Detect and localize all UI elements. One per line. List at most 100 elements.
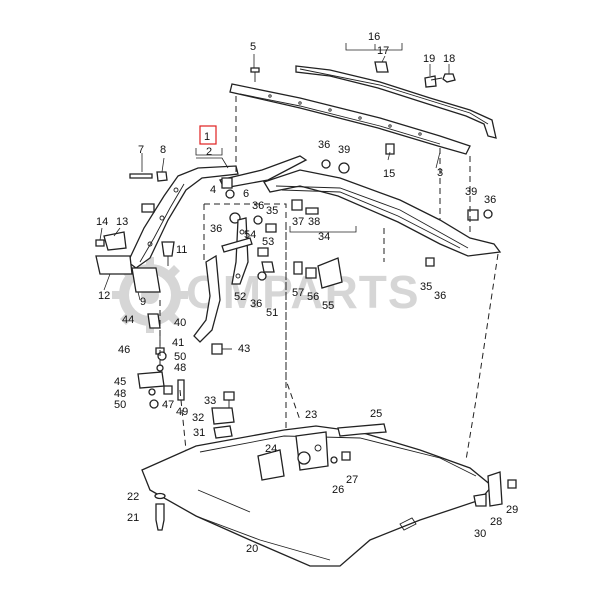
hinge-plate-12 [95, 255, 133, 275]
middle-bow [263, 169, 502, 257]
bolt-47 [163, 385, 173, 395]
label-54: 54 [244, 229, 256, 241]
label-53: 53 [262, 236, 274, 248]
label-51: 51 [266, 307, 278, 319]
label-23: 23 [305, 409, 317, 421]
label-19: 19 [423, 53, 435, 65]
link-arm-52 [231, 217, 249, 285]
clip-15 [385, 143, 395, 155]
label-40: 40 [174, 317, 186, 329]
label-55: 55 [322, 300, 334, 312]
label-2: 2 [206, 146, 212, 158]
label-48a: 48 [114, 388, 126, 400]
label-16: 16 [368, 31, 380, 43]
bracket-55 [317, 257, 343, 289]
watermark-text: OMPARTS [186, 266, 420, 318]
clip-4 [221, 177, 233, 189]
label-24: 24 [265, 443, 277, 455]
screw-49 [177, 379, 185, 401]
label-45: 45 [114, 376, 126, 388]
bolt-29 [507, 479, 517, 489]
nut-8 [156, 171, 168, 182]
screw-35b [425, 257, 435, 267]
label-3: 3 [437, 167, 443, 179]
latch-32 [211, 407, 235, 425]
mount-bracket-45 [137, 371, 165, 389]
label-48b: 48 [174, 362, 186, 374]
label-18: 18 [443, 53, 455, 65]
label-26: 26 [332, 484, 344, 496]
bolt-14 [95, 239, 105, 247]
label-4: 4 [210, 184, 216, 196]
label-11: 11 [176, 244, 187, 256]
label-17: 17 [377, 45, 389, 57]
label-15: 15 [383, 168, 395, 180]
washer-26 [330, 456, 338, 464]
screw-27 [341, 451, 351, 461]
nut-56 [305, 267, 317, 279]
label-12: 12 [98, 290, 110, 302]
part-labels: 1 2 3 4 5 6 7 8 9 11 12 13 14 15 16 17 1… [96, 31, 518, 555]
nut-50a [157, 351, 167, 361]
label-37: 37 [292, 216, 304, 228]
label-34: 34 [318, 231, 330, 243]
bracket-9 [131, 267, 161, 293]
bolt-43 [211, 343, 232, 355]
label-29: 29 [506, 504, 518, 516]
washer-36c [257, 271, 267, 281]
leader-lines [99, 43, 450, 301]
label-27: 27 [346, 474, 358, 486]
label-50b: 50 [114, 399, 126, 411]
washer-48b [148, 388, 156, 396]
label-35a: 35 [266, 205, 278, 217]
bracket-28 [487, 471, 503, 507]
label-36b: 36 [252, 200, 264, 212]
clip-57 [293, 261, 303, 275]
washer-6 [225, 189, 235, 199]
label-46: 46 [118, 344, 130, 356]
label-39b: 39 [465, 186, 477, 198]
washer-36d [321, 159, 331, 169]
lock-assembly-23 [295, 431, 329, 471]
label-31: 31 [193, 427, 205, 439]
label-56: 56 [307, 291, 319, 303]
label-9: 9 [140, 296, 146, 308]
pad-30 [473, 493, 487, 507]
spacer-53 [257, 247, 269, 257]
washer-2 [141, 203, 155, 213]
label-36d: 36 [318, 139, 330, 151]
washer-36e [483, 209, 493, 219]
label-6: 6 [243, 188, 249, 200]
stud-21 [155, 503, 165, 531]
screw-5 [250, 67, 260, 82]
label-7: 7 [138, 144, 144, 156]
bolt-19 [424, 75, 443, 88]
nut-18 [442, 73, 456, 83]
label-52: 52 [234, 291, 246, 303]
block-44 [147, 313, 161, 329]
nut-37 [291, 199, 303, 211]
screw-33 [223, 391, 235, 408]
washer-22 [154, 492, 166, 500]
label-32: 32 [192, 412, 204, 424]
label-36c: 36 [250, 298, 262, 310]
highlight-box [199, 125, 217, 145]
washer-36b [253, 215, 263, 225]
link-arm-54 [221, 237, 253, 253]
label-5: 5 [250, 41, 256, 53]
label-36f: 36 [434, 290, 446, 302]
label-49: 49 [176, 406, 188, 418]
label-39a: 39 [338, 144, 350, 156]
label-57: 57 [292, 287, 304, 299]
label-8: 8 [160, 144, 166, 156]
label-41: 41 [172, 337, 184, 349]
label-13: 13 [116, 216, 128, 228]
bolt-11 [161, 241, 175, 266]
label-1: 1 [204, 131, 210, 143]
label-35b: 35 [420, 281, 432, 293]
pin-7 [129, 173, 153, 179]
label-30: 30 [474, 528, 486, 540]
label-25: 25 [370, 408, 382, 420]
label-38: 38 [308, 216, 320, 228]
